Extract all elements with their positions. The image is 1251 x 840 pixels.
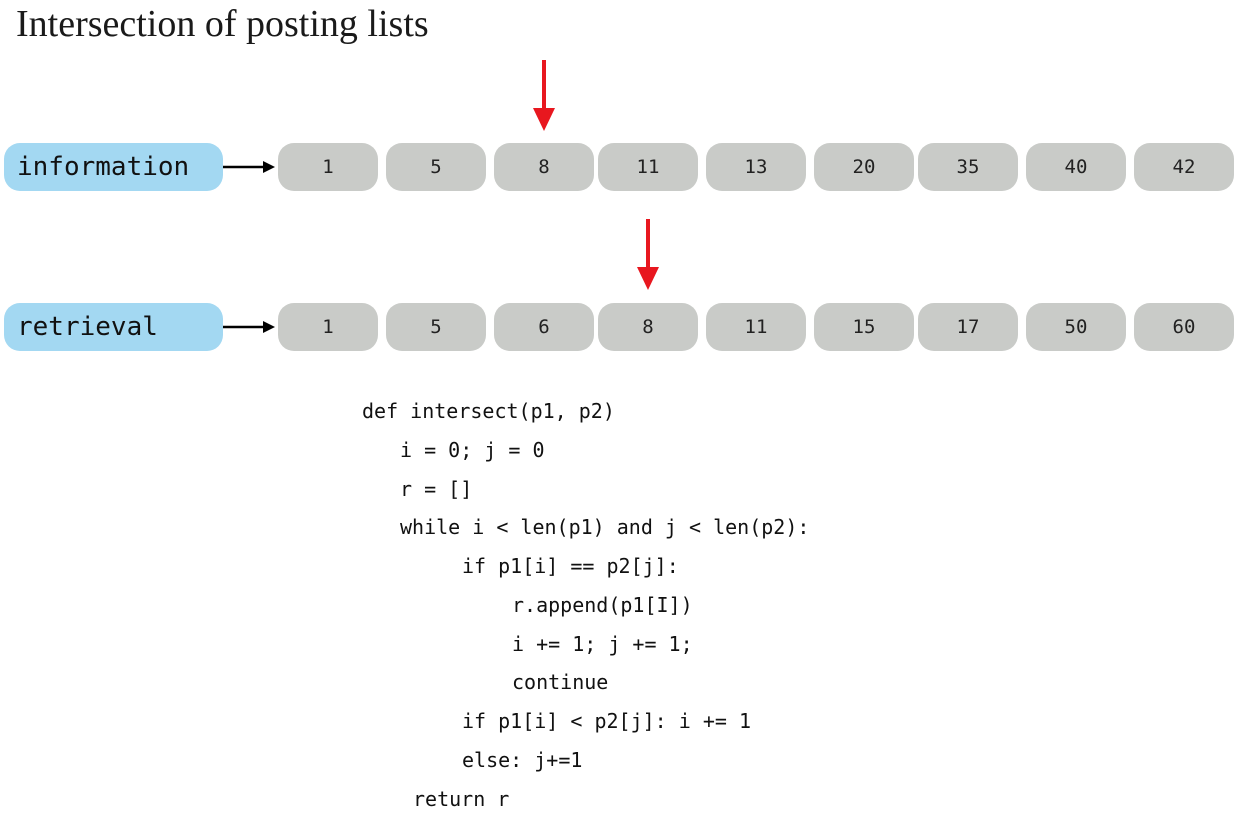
- posting-cell: 1: [278, 303, 378, 351]
- code-line: r = []: [400, 477, 473, 501]
- slide-title: Intersection of posting lists: [16, 3, 429, 45]
- posting-cell: 8: [494, 143, 594, 191]
- pointer-arrow-icon: [637, 219, 659, 290]
- code-line: def intersect(p1, p2): [362, 399, 615, 423]
- code-line: else: j+=1: [462, 748, 583, 772]
- code-line: if p1[i] == p2[j]:: [462, 554, 679, 578]
- posting-cell: 11: [706, 303, 806, 351]
- pointer-arrow-icon: [533, 60, 555, 131]
- posting-cell: 17: [918, 303, 1018, 351]
- posting-cell: 8: [598, 303, 698, 351]
- posting-cell: 60: [1134, 303, 1234, 351]
- term-retrieval: retrieval: [4, 303, 223, 351]
- code-line: r.append(p1[I]): [512, 593, 693, 617]
- posting-cell: 42: [1134, 143, 1234, 191]
- posting-cell: 5: [386, 143, 486, 191]
- posting-cell: 1: [278, 143, 378, 191]
- link-arrow-icon: [223, 161, 275, 173]
- posting-cell: 6: [494, 303, 594, 351]
- code-line: while i < len(p1) and j < len(p2):: [400, 515, 810, 539]
- code-line: i += 1; j += 1;: [512, 632, 693, 656]
- posting-cell: 35: [918, 143, 1018, 191]
- posting-cell: 11: [598, 143, 698, 191]
- posting-cell: 5: [386, 303, 486, 351]
- posting-cell: 13: [706, 143, 806, 191]
- code-line: continue: [512, 670, 609, 694]
- term-information: information: [4, 143, 223, 191]
- posting-cell: 15: [814, 303, 914, 351]
- link-arrow-icon: [223, 321, 275, 333]
- code-line: if p1[i] < p2[j]: i += 1: [462, 709, 751, 733]
- posting-cell: 40: [1026, 143, 1126, 191]
- posting-cell: 20: [814, 143, 914, 191]
- code-line: return r: [413, 787, 510, 811]
- posting-cell: 50: [1026, 303, 1126, 351]
- code-line: i = 0; j = 0: [400, 438, 545, 462]
